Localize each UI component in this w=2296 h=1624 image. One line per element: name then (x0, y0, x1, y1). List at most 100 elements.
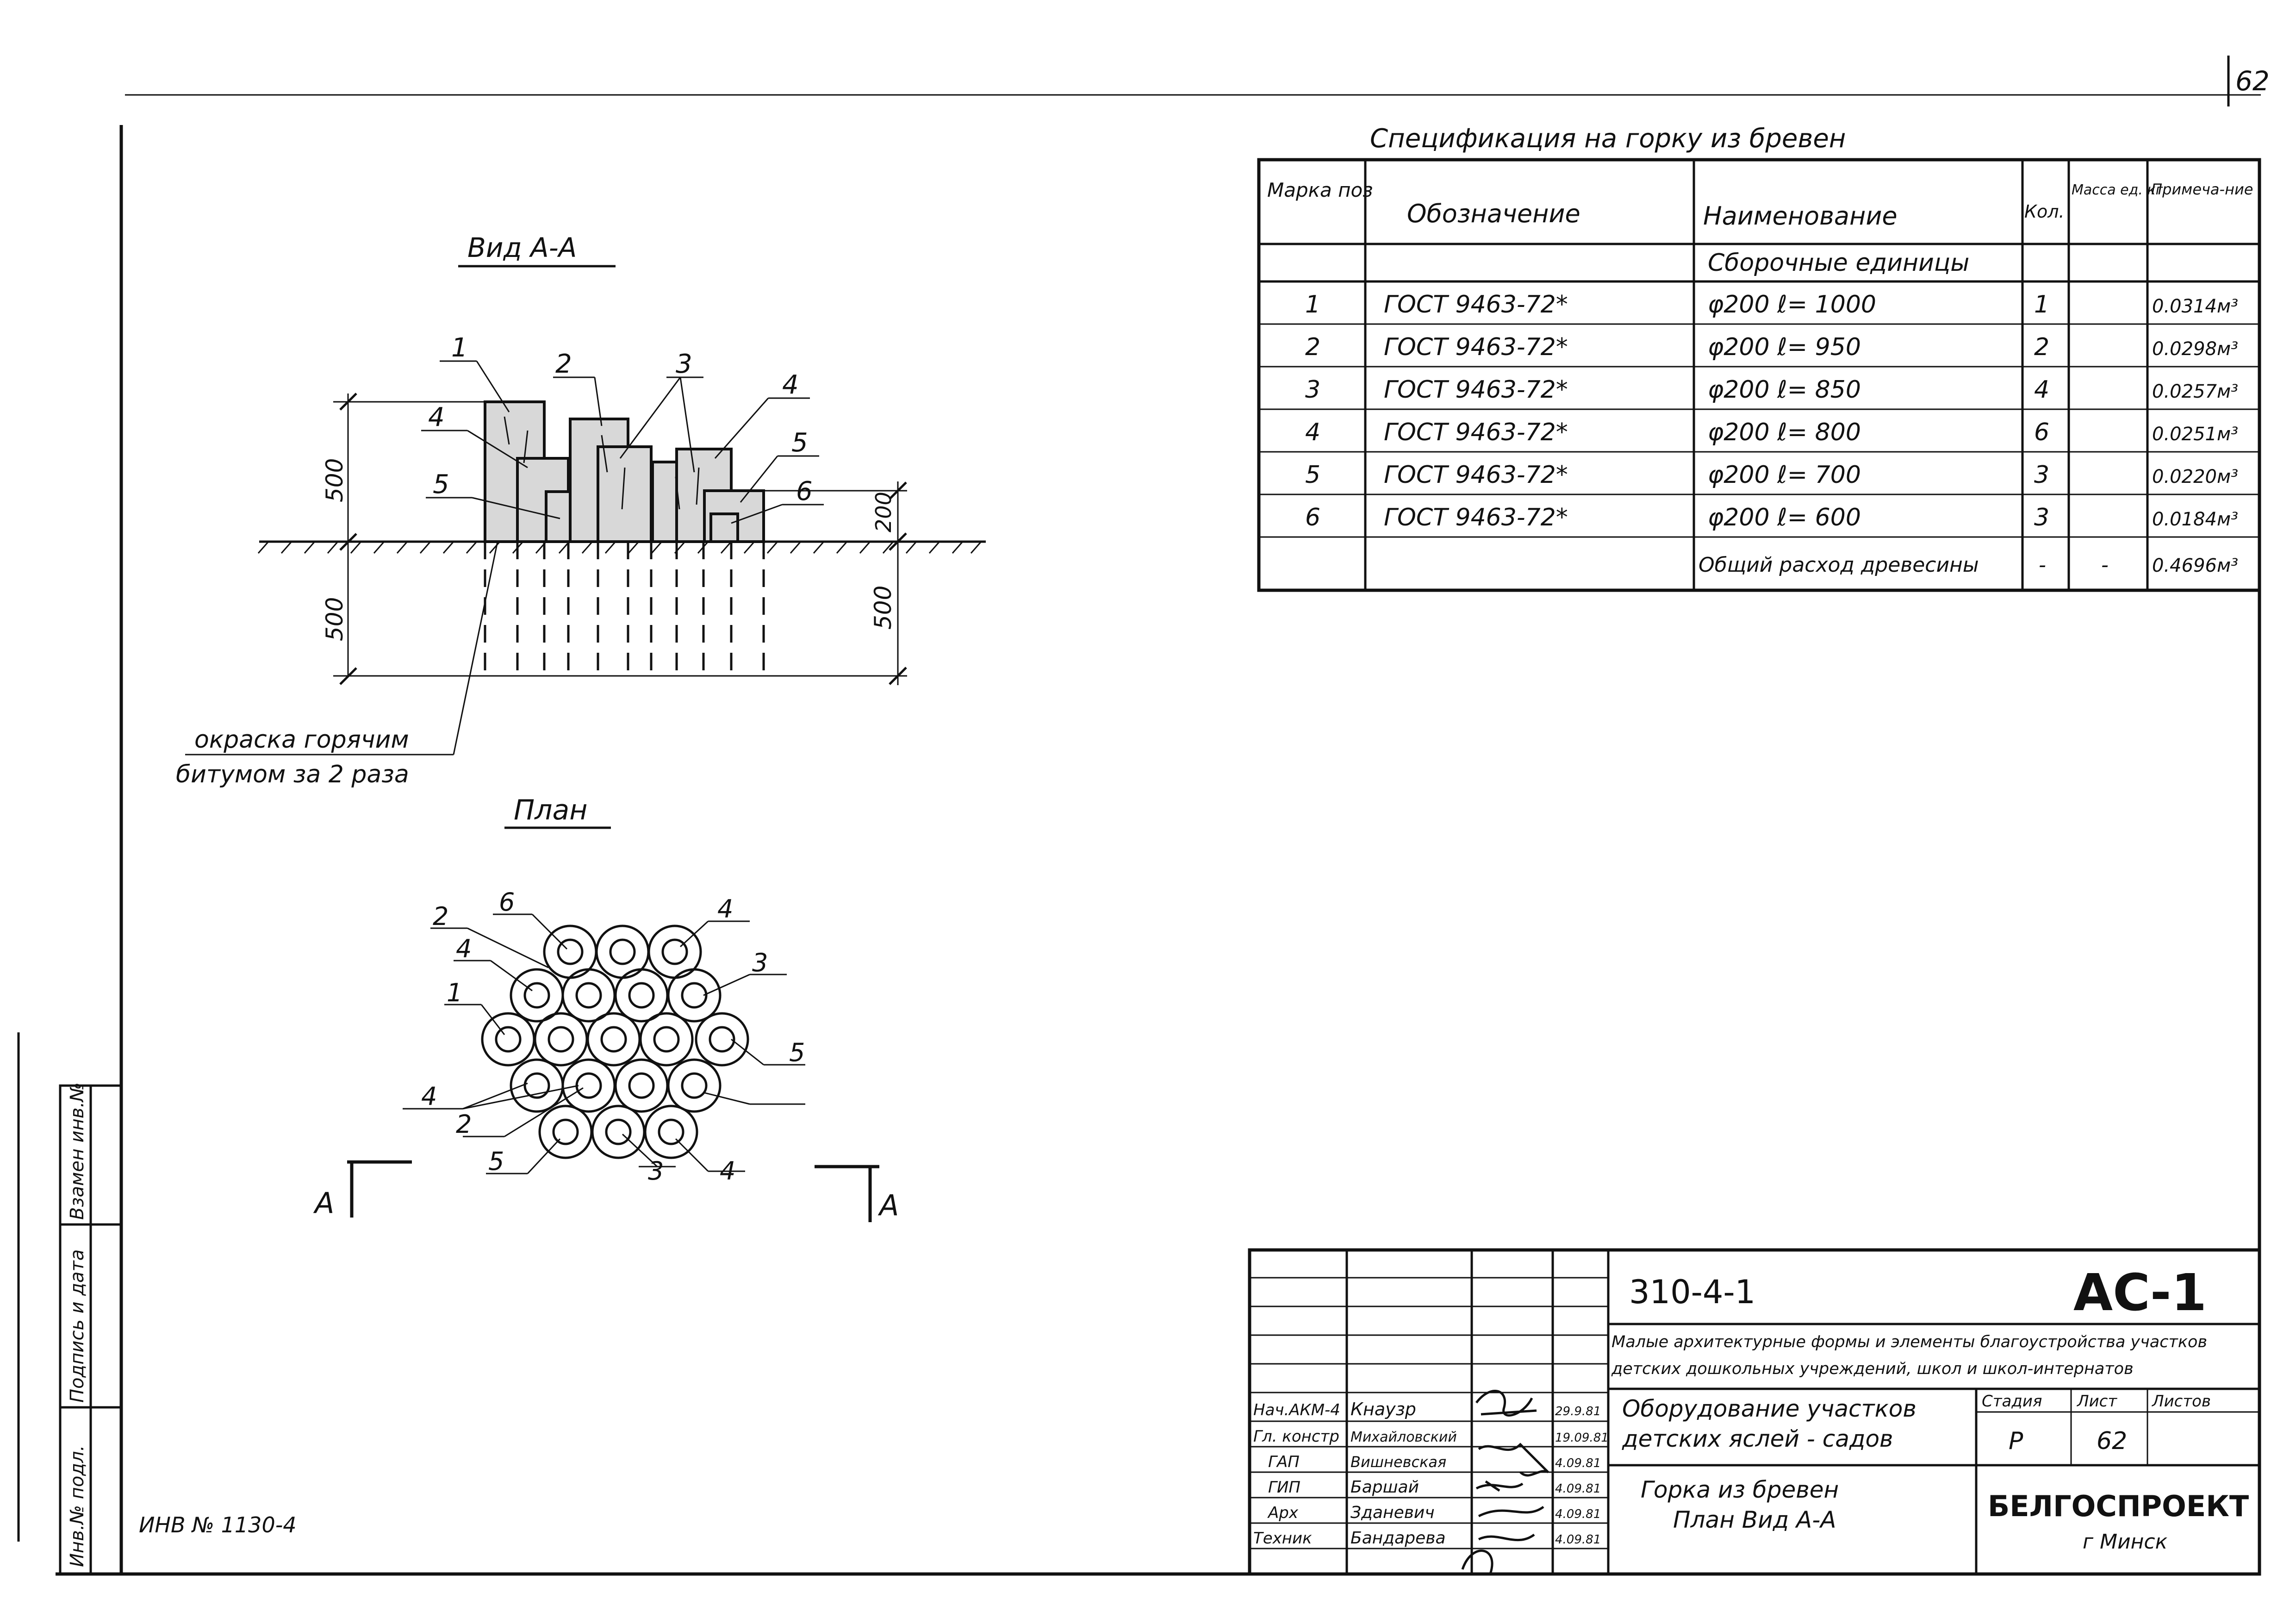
wood-grain (504, 416, 700, 510)
dim-tick (889, 532, 907, 551)
plan-callout-3b: 3 (648, 1156, 664, 1186)
spec-cell: φ200 ℓ= 1000 (1708, 291, 1876, 319)
dim-tick (889, 667, 907, 685)
title-block: 310-4-1 АС-1 Малые архитектурные формы и… (1248, 1248, 2261, 1576)
callout-4: 4 (782, 370, 799, 400)
staff-name: Баршай (1350, 1478, 1419, 1497)
spec-cell: φ200 ℓ= 600 (1708, 504, 1861, 531)
dim-tick (339, 393, 357, 411)
plan-callout-4b: 4 (456, 934, 472, 963)
tb-org-name: БЕЛГОСПРОЕКТ (1988, 1489, 2249, 1523)
spec-cell: φ200 ℓ= 800 (1708, 418, 1861, 446)
staff-role: ГАП (1268, 1453, 1300, 1471)
staff-role: ГИП (1268, 1478, 1300, 1497)
ground-hatch (257, 541, 982, 554)
callout-4b: 4 (428, 402, 445, 432)
callout-3: 3 (676, 349, 692, 379)
side-stamp: Инв.№ подл. Подпись и дата Взамен инв.№ (59, 1082, 123, 1575)
spec-cell: 3 (2034, 504, 2049, 531)
section-mark-right (815, 1165, 879, 1222)
tb-stage-header: Стадия (1982, 1392, 2042, 1411)
spec-row-5: 5 ГОСТ 9463-72* φ200 ℓ= 700 3 0.0220м³ (1305, 461, 2238, 489)
spec-header-mass: Масса ед. кг (2072, 182, 2163, 198)
dim-left-bottom: 500 (321, 597, 348, 641)
spec-title: Спецификация на горку из бревен (1370, 124, 1846, 154)
spec-cell: 0.0257м³ (2152, 381, 2238, 402)
staff-date: 4.09.81 (1555, 1456, 1601, 1470)
staff-name: Кнаузр (1350, 1399, 1416, 1419)
staff-date: 19.09.81 (1555, 1431, 1609, 1445)
spec-cell: ГОСТ 9463-72* (1384, 418, 1568, 446)
spec-cell: 0.0298м³ (2152, 338, 2238, 360)
spec-header-name: Наименование (1703, 201, 1898, 231)
spec-header-qty: Кол. (2024, 201, 2065, 222)
view-a-a: Вид А-А (176, 232, 986, 788)
tb-staff: Нач.АКМ-4 Кнаузр 29.9.81 Гл. констр Миха… (1253, 1399, 1609, 1548)
spec-cell: ГОСТ 9463-72* (1384, 504, 1568, 531)
tb-sheets-header: Листов (2151, 1392, 2211, 1411)
spec-group-row: Сборочные единицы (1708, 249, 1969, 277)
spec-cell: φ200 ℓ= 700 (1708, 461, 1861, 489)
spec-cell: 2 (1305, 333, 1320, 361)
spec-header-mark: Марка поз (1267, 179, 1373, 201)
log-3 (597, 445, 653, 543)
staff-role: Арх (1267, 1504, 1299, 1522)
tb-stage-value: Р (2009, 1427, 2023, 1455)
plan-callout-5: 5 (789, 1038, 805, 1067)
spec-total-qty: - (2039, 553, 2046, 577)
section-right-label: А (877, 1188, 899, 1222)
spec-cell: 4 (1305, 418, 1320, 446)
tb-sheet-header: Лист (2076, 1392, 2117, 1411)
spec-cell: 6 (2034, 418, 2049, 446)
dim-right-bottom: 500 (870, 586, 896, 630)
callout-6: 6 (796, 476, 813, 506)
spec-cell: 3 (1305, 376, 1320, 404)
spec-total-note: 0.4696м³ (2152, 555, 2238, 576)
dim-tick (339, 667, 357, 685)
spec-row-4: 4 ГОСТ 9463-72* φ200 ℓ= 800 6 0.0251м³ (1305, 418, 2238, 446)
staff-name: Михайловский (1350, 1429, 1457, 1445)
plan-callout-4: 4 (717, 894, 733, 924)
spec-cell: φ200 ℓ= 850 (1708, 376, 1861, 404)
spec-cell: 1 (1305, 291, 1320, 319)
spec-cell: 4 (2034, 376, 2049, 404)
plan-view: План (313, 794, 899, 1222)
tb-sheet-code: АС-1 (2073, 1263, 2207, 1322)
spec-header-note: Примеча-ние (2151, 181, 2253, 198)
spec-row-2: 2 ГОСТ 9463-72* φ200 ℓ= 950 2 0.0298м³ (1305, 333, 2238, 361)
plan-leaders (403, 913, 805, 1174)
tb-code: 310-4-1 (1629, 1273, 1755, 1311)
section-left-label: А (313, 1186, 334, 1220)
spec-total-mass: - (2101, 553, 2109, 577)
dim-left-top: 500 (321, 458, 348, 502)
plan-callout-2: 2 (433, 902, 448, 931)
spec-cell: 3 (2034, 461, 2049, 489)
spec-cell: φ200 ℓ= 950 (1708, 333, 1861, 361)
plan-callout-4d: 4 (720, 1156, 735, 1186)
staff-role: Нач.АКМ-4 (1253, 1401, 1340, 1419)
spec-cell: 0.0251м³ (2152, 424, 2238, 445)
spec-header-designation: Обозначение (1407, 199, 1580, 228)
staff-name: Вишневская (1350, 1453, 1446, 1471)
spec-total-row: Общий расход древесины - - 0.4696м³ (1699, 553, 2238, 577)
callout-5b: 5 (791, 428, 808, 458)
side-stamp-inv: Инв.№ подл. (67, 1445, 88, 1567)
plan-title: План (514, 794, 587, 826)
staff-name: Зданевич (1350, 1503, 1435, 1522)
staff-date: 29.9.81 (1555, 1405, 1601, 1418)
spec-cell: 6 (1305, 504, 1320, 531)
staff-date: 4.09.81 (1555, 1482, 1601, 1496)
staff-role: Гл. констр (1253, 1427, 1339, 1446)
spec-row-1: 1 ГОСТ 9463-72* φ200 ℓ= 1000 1 0.0314м³ (1305, 291, 2238, 319)
dim-tick (339, 533, 357, 551)
spec-row-3: 3 ГОСТ 9463-72* φ200 ℓ= 850 4 0.0257м³ (1305, 376, 2238, 404)
plan-callout-3: 3 (752, 948, 768, 977)
side-stamp-sign: Подпись и дата (67, 1249, 88, 1403)
note-line1: окраска горячим (194, 726, 409, 754)
spec-row-6: 6 ГОСТ 9463-72* φ200 ℓ= 600 3 0.0184м³ (1305, 504, 2238, 531)
callout-5: 5 (433, 469, 449, 500)
spec-cell: 0.0314м³ (2152, 296, 2238, 317)
plan-callout-6: 6 (499, 887, 515, 917)
spec-total-label: Общий расход древесины (1699, 553, 1979, 577)
